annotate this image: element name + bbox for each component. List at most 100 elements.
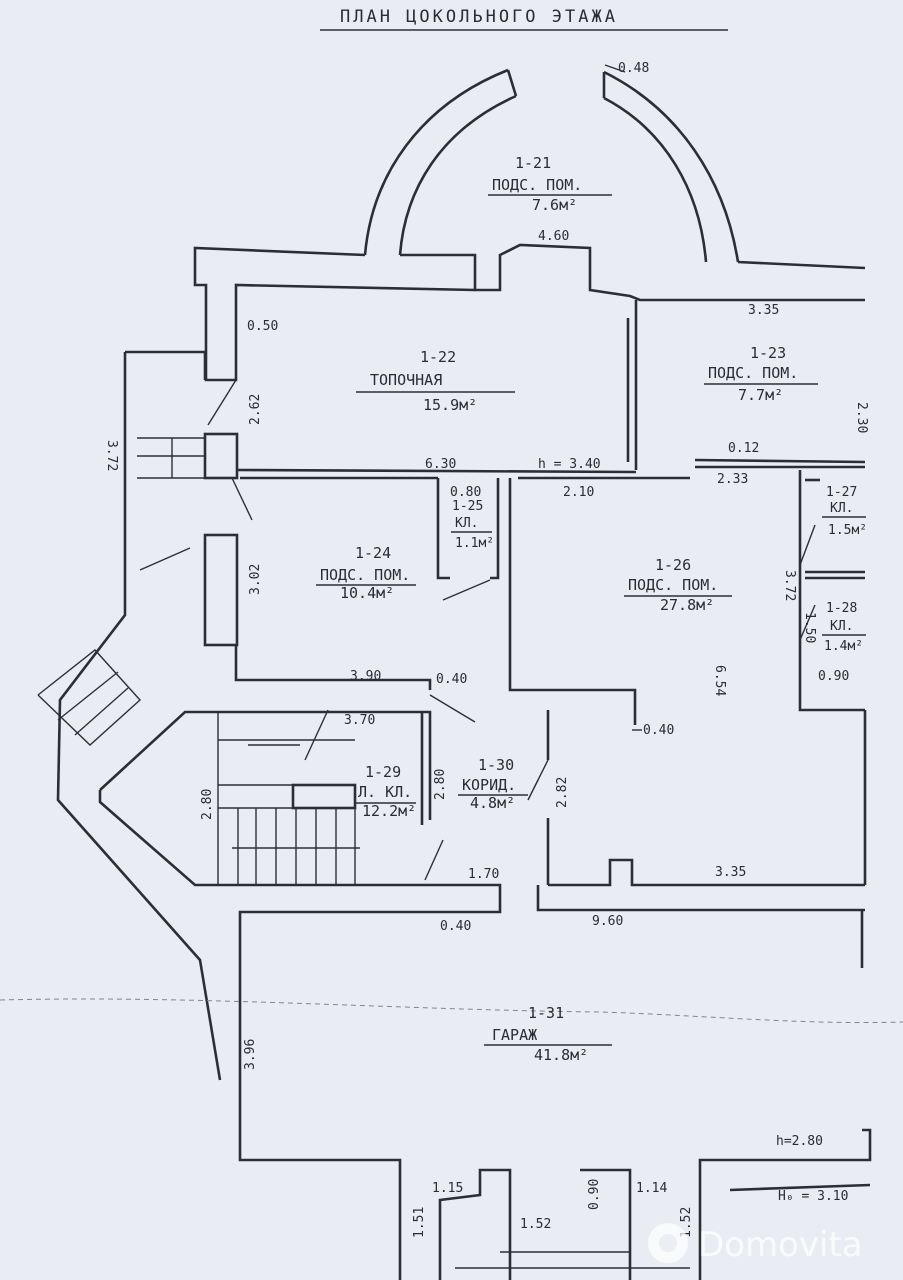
svg-text:КЛ.: КЛ.	[830, 619, 853, 634]
svg-text:1-30: 1-30	[478, 756, 514, 774]
wall-1-22-south	[235, 468, 637, 474]
dim-label: h=2.80	[776, 1134, 823, 1149]
stair-1-29-south	[98, 790, 480, 887]
svg-text:1-31: 1-31	[528, 1004, 564, 1022]
svg-text:1.5м²: 1.5м²	[828, 523, 867, 538]
plan-title: ПЛАН ЦОКОЛЬНОГО ЭТАЖА	[340, 7, 618, 27]
bay-inner-right-wall	[603, 96, 708, 263]
dim-label: 1.15	[432, 1181, 463, 1196]
dim-label: h = 3.40	[538, 457, 601, 472]
svg-text:1-26: 1-26	[655, 556, 691, 574]
svg-text:ПОДС. ПОМ.: ПОДС. ПОМ.	[628, 576, 718, 594]
garage-north-wall	[536, 885, 865, 912]
dim-label: 2.80	[200, 789, 215, 820]
inner-north-wall	[400, 243, 865, 302]
room-1-25: 1-25 КЛ. 1.1м²	[451, 499, 494, 551]
dim-label: 0.90	[587, 1179, 602, 1210]
dim-label: 0.40	[440, 919, 471, 934]
closets-1-27-1-28-wall	[798, 470, 865, 712]
dim-label: 2.10	[563, 485, 594, 500]
room-1-27: 1-27 КЛ. 1.5м²	[822, 485, 867, 538]
svg-text:ПОДС. ПОМ.: ПОДС. ПОМ.	[492, 176, 582, 194]
svg-text:Л. КЛ.: Л. КЛ.	[358, 783, 412, 801]
dim-label: 0.50	[247, 319, 278, 334]
svg-text:41.8м²: 41.8м²	[534, 1046, 588, 1064]
room-1-26: 1-26 ПОДС. ПОМ. 27.8м²	[624, 556, 732, 614]
dim-label: 1.51	[412, 1207, 427, 1238]
dim-label: 3.02	[248, 564, 263, 595]
svg-text:27.8м²: 27.8м²	[660, 596, 714, 614]
wall-1-25-right	[490, 478, 500, 580]
north-wall-right	[737, 260, 866, 270]
svg-text:1-21: 1-21	[515, 154, 551, 172]
room-1-24: 1-24 ПОДС. ПОМ. 10.4м²	[316, 544, 416, 602]
svg-text:7.6м²: 7.6м²	[532, 196, 577, 214]
svg-text:1-25: 1-25	[452, 499, 483, 514]
stair-1-29-north	[99, 710, 432, 820]
stair-block-lower	[203, 533, 239, 647]
svg-text:ПОДС. ПОМ.: ПОДС. ПОМ.	[320, 566, 410, 584]
dim-label: 1.50	[802, 612, 817, 643]
svg-text:1-29: 1-29	[365, 763, 401, 781]
bay-outer-right-wall	[603, 70, 740, 263]
fold-line	[0, 998, 903, 1024]
west-outer-wall	[56, 352, 222, 1081]
svg-text:1-23: 1-23	[750, 344, 786, 362]
room-1-30: 1-30 КОРИД. 4.8м²	[458, 756, 528, 812]
svg-text:10.4м²: 10.4м²	[340, 584, 394, 602]
svg-text:ГАРАЖ: ГАРАЖ	[492, 1026, 537, 1044]
svg-text:15.9м²: 15.9м²	[423, 396, 477, 414]
room-1-29: 1-29 Л. КЛ. 12.2м²	[354, 763, 416, 820]
dim-label: 0.90	[818, 669, 849, 684]
dim-label: 3.70	[344, 713, 375, 728]
svg-text:7.7м²: 7.7м²	[738, 386, 783, 404]
svg-text:КЛ.: КЛ.	[830, 501, 853, 516]
dimension-labels: 0.48 4.60 3.35 0.50 2.30 2.62 3.72 6.30 …	[104, 61, 869, 1238]
domovita-watermark: Domovita	[648, 1223, 863, 1265]
room-1-22: 1-22 ТОПОЧНАЯ 15.9м²	[356, 348, 515, 414]
room-1-21: 1-21 ПОДС. ПОМ. 7.6м²	[488, 154, 612, 214]
dim-label: 0.48	[618, 61, 649, 76]
svg-text:4.8м²: 4.8м²	[470, 794, 515, 812]
watermark-text: Domovita	[698, 1225, 863, 1265]
svg-text:1-27: 1-27	[826, 485, 857, 500]
wall-1-26-west	[508, 478, 637, 725]
north-wall-left	[193, 246, 476, 382]
room-1-31: 1-31 ГАРАЖ 41.8м²	[484, 1004, 612, 1064]
svg-text:1.1м²: 1.1м²	[455, 536, 494, 551]
dim-label: 1.52	[520, 1217, 551, 1232]
svg-text:КОРИД.: КОРИД.	[462, 776, 516, 794]
bay-inner-left-wall	[398, 94, 517, 256]
dim-label: 2.80	[433, 769, 448, 800]
svg-text:ПОДС. ПОМ.: ПОДС. ПОМ.	[708, 364, 798, 382]
svg-text:1-22: 1-22	[420, 348, 456, 366]
dim-label: 0.80	[450, 485, 481, 500]
dim-label: 6.54	[712, 665, 727, 696]
dim-label: 3.35	[748, 303, 779, 318]
svg-text:1-28: 1-28	[826, 601, 857, 616]
svg-text:ТОПОЧНАЯ: ТОПОЧНАЯ	[370, 371, 442, 389]
dim-label: 0.12	[728, 441, 759, 456]
dim-label: 9.60	[592, 914, 623, 929]
dim-label: 0.40	[643, 723, 674, 738]
wall-1-25-left	[436, 478, 450, 580]
dim-label: 3.35	[715, 865, 746, 880]
wall-1-23-south	[694, 458, 866, 464]
wall-1-24-south	[234, 645, 432, 690]
bay-outer-left-wall	[363, 68, 509, 256]
dim-label: 6.30	[425, 457, 456, 472]
dim-label: 2.33	[717, 472, 748, 487]
dim-label: 2.30	[854, 402, 869, 433]
dim-label: 1.14	[636, 1181, 667, 1196]
garage-west-wall	[238, 883, 502, 1280]
garage-east-wall	[698, 1128, 872, 1280]
stair-block-upper	[203, 432, 239, 480]
dim-label: 3.90	[350, 669, 381, 684]
dim-label: 3.96	[243, 1039, 258, 1070]
dim-label: 2.62	[248, 394, 263, 425]
wall-1-26-south	[548, 858, 865, 887]
svg-text:КЛ.: КЛ.	[455, 516, 478, 531]
dim-label: 3.72	[104, 440, 119, 471]
room-1-28: 1-28 КЛ. 1.4м²	[822, 601, 866, 654]
